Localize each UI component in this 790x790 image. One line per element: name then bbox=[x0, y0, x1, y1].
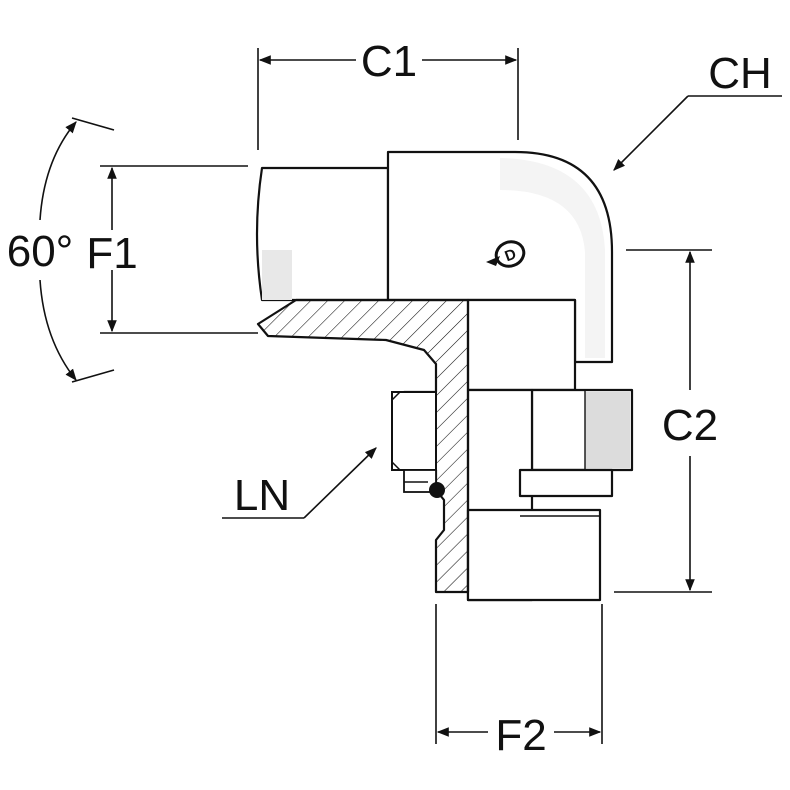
label-c2: C2 bbox=[662, 401, 718, 450]
left-nut-shade bbox=[262, 250, 292, 300]
dimension-ln: LN bbox=[222, 447, 377, 520]
label-ch: CH bbox=[708, 49, 772, 98]
label-c1: C1 bbox=[361, 37, 417, 86]
dimension-f2: F2 bbox=[435, 604, 603, 760]
lock-nut-section bbox=[391, 391, 437, 471]
dimension-c2: C2 bbox=[614, 249, 718, 593]
label-angle: 60° bbox=[7, 227, 74, 276]
thread-stud bbox=[466, 508, 602, 602]
dimension-angle: 60° bbox=[7, 117, 115, 383]
label-f1: F1 bbox=[86, 229, 137, 278]
washer bbox=[518, 468, 614, 498]
backup-ring bbox=[403, 469, 437, 493]
label-ln: LN bbox=[234, 471, 290, 520]
dimension-c1: C1 bbox=[257, 37, 519, 150]
dimension-ch: CH bbox=[613, 49, 782, 171]
dimension-f1: F1 bbox=[86, 165, 258, 334]
o-ring bbox=[429, 482, 445, 498]
fitting-body bbox=[255, 150, 634, 602]
label-f2: F2 bbox=[495, 711, 546, 760]
cross-section bbox=[256, 298, 470, 594]
vertical-body bbox=[466, 298, 577, 392]
elbow-highlight bbox=[500, 158, 605, 358]
elbow-body bbox=[386, 150, 614, 364]
hex-nut-shade bbox=[585, 392, 630, 468]
logo-arrow bbox=[486, 256, 500, 266]
